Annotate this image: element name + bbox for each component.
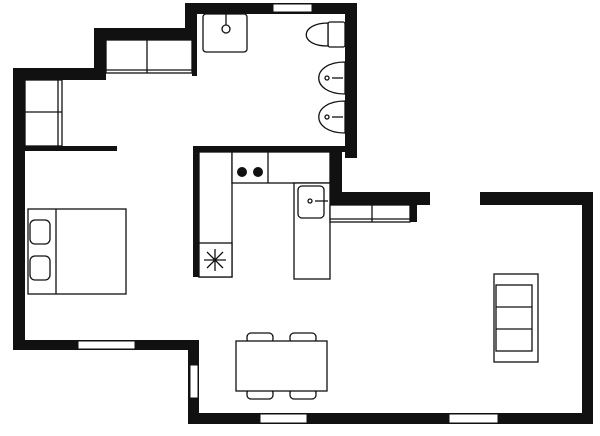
bathroom-sink: [202, 13, 248, 53]
kitchen: [198, 151, 331, 280]
closet-right: [329, 204, 411, 223]
windows: [77, 3, 499, 424]
wardrobe-top: [105, 39, 193, 74]
stove-burner: [253, 167, 263, 177]
window: [259, 413, 308, 424]
double-bed: [27, 208, 127, 295]
dining-table: [235, 332, 328, 400]
double-sinks: [318, 61, 346, 134]
toilet: [305, 21, 346, 48]
sofa: [493, 273, 539, 363]
window: [77, 340, 136, 350]
hob-icon: [204, 249, 226, 271]
wardrobe-left: [24, 79, 63, 147]
window: [272, 3, 313, 13]
window: [448, 413, 499, 424]
stove-burner: [237, 167, 247, 177]
window: [189, 364, 199, 399]
